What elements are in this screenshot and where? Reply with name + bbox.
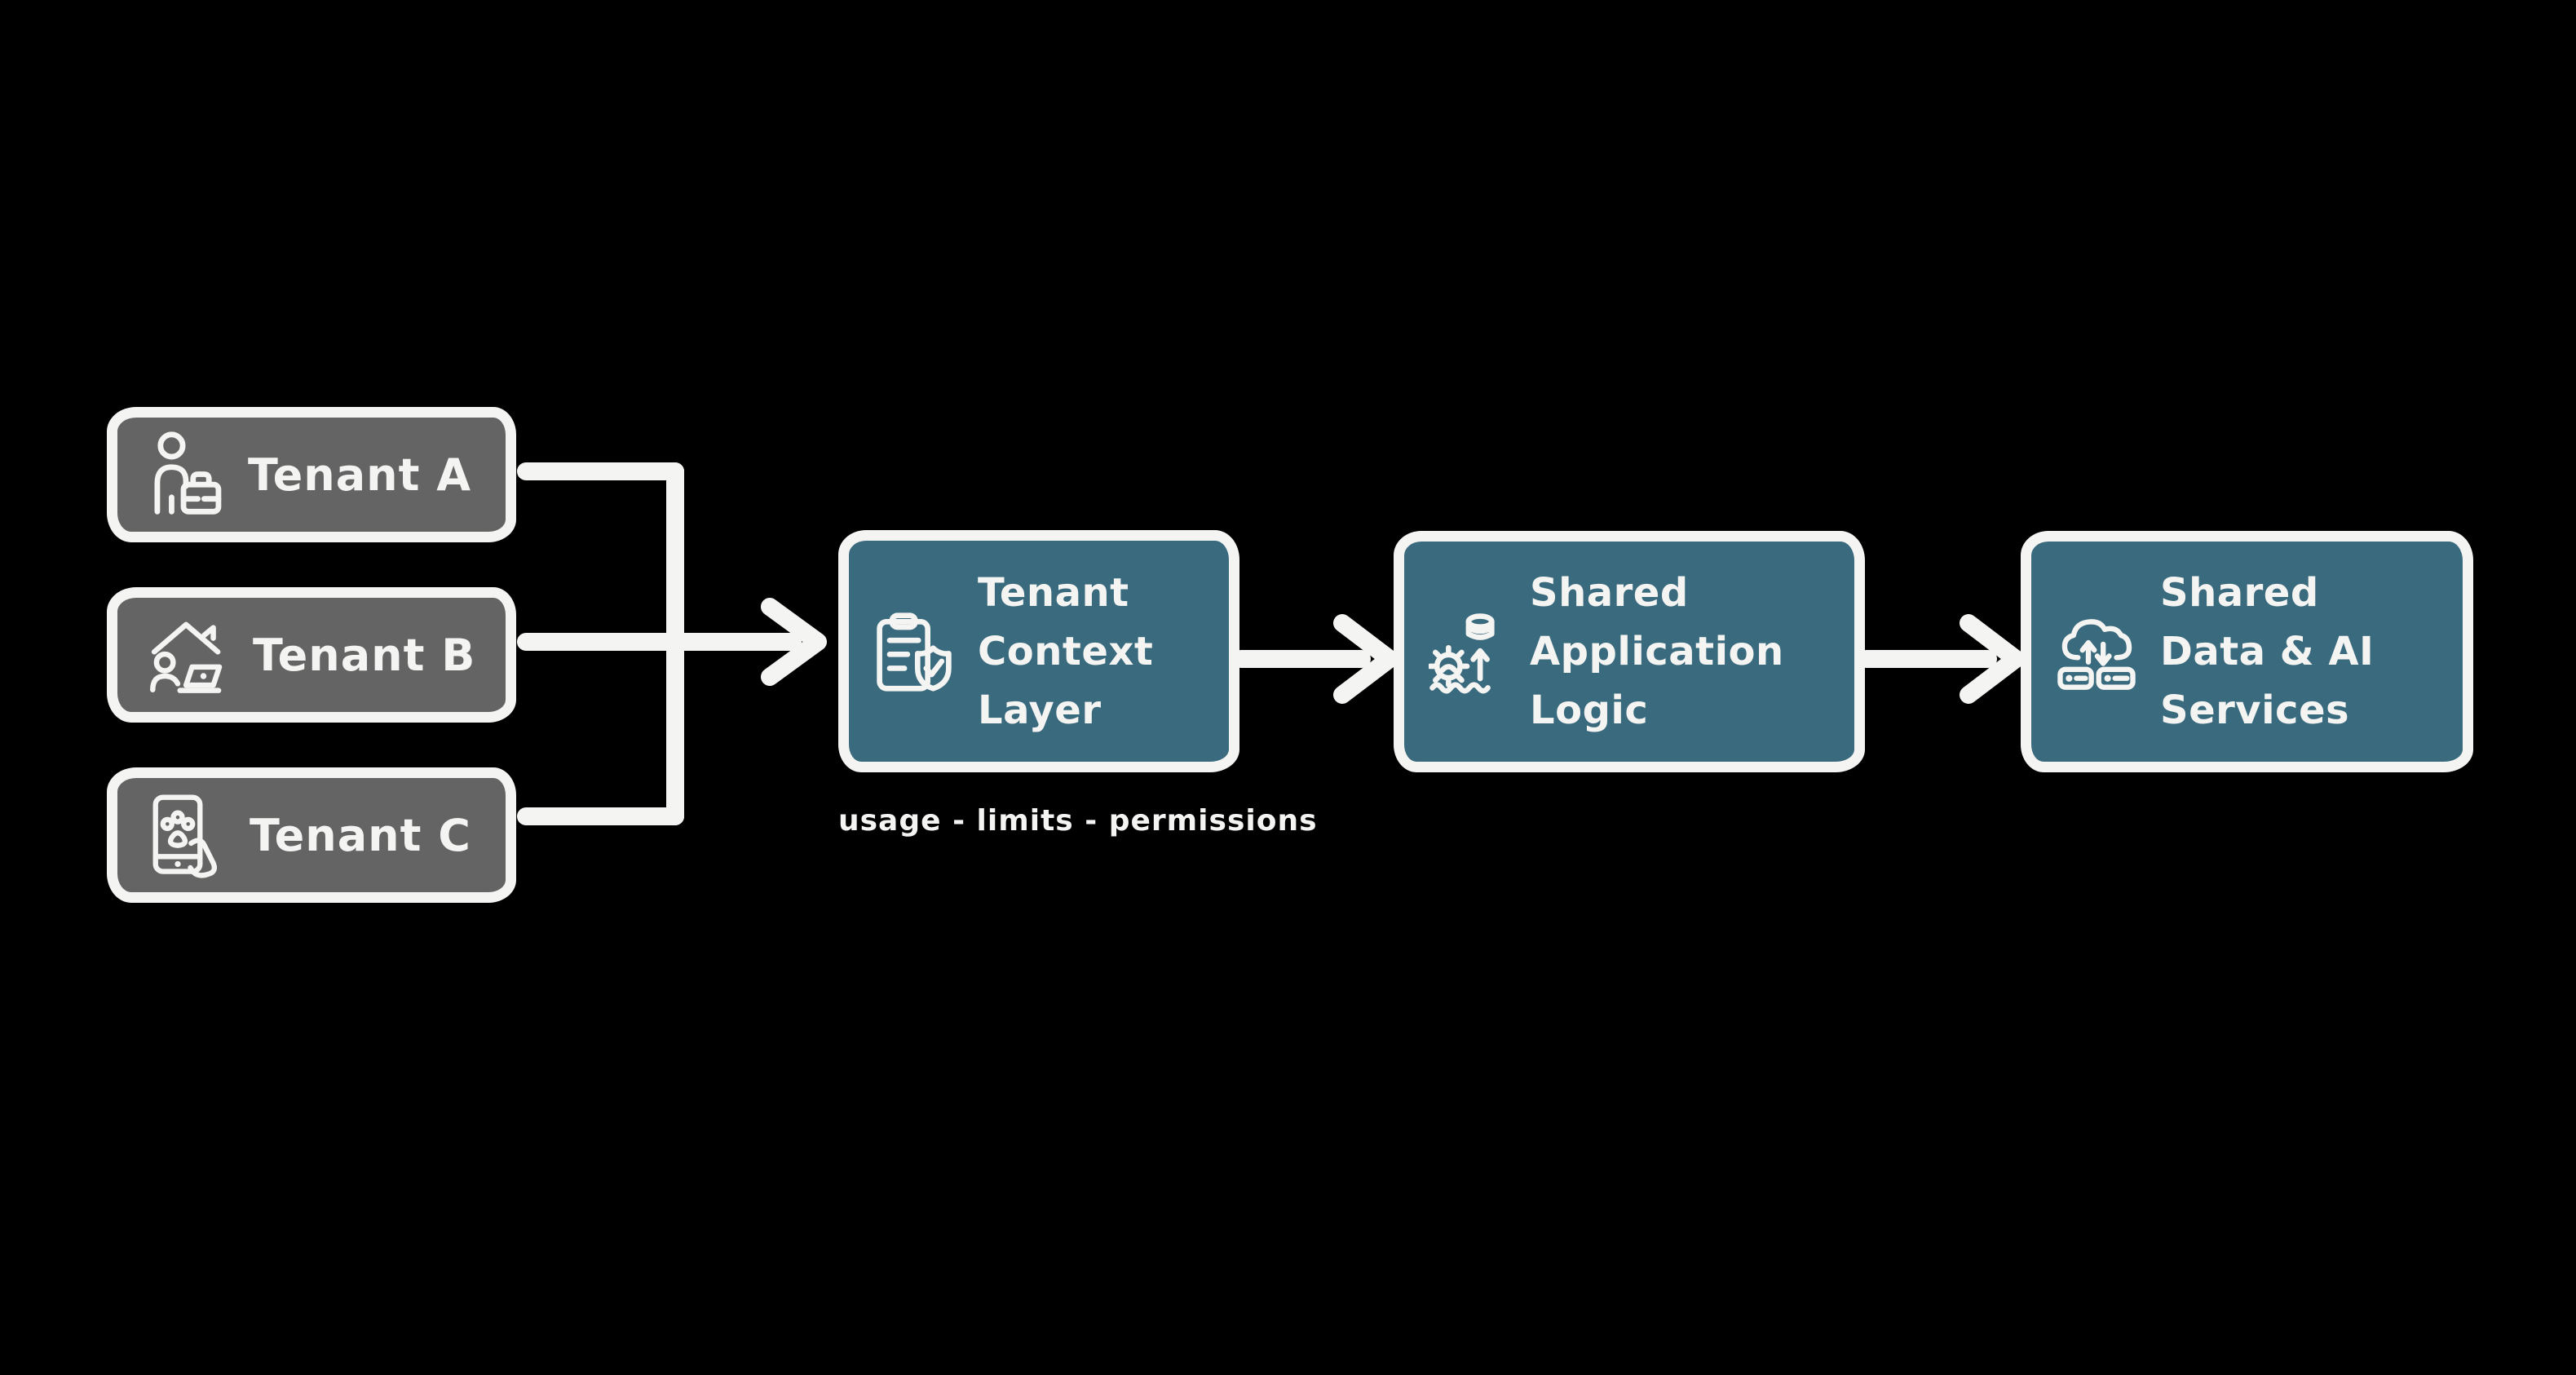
business-user-icon [145, 429, 225, 520]
stage-title-line: Tenant [978, 569, 1129, 616]
stage1-stage2-arrowhead-icon [1333, 614, 1398, 704]
context-layer-annotation: usage - limits - permissions [838, 804, 1318, 838]
gear-database-upload-icon [1429, 609, 1507, 694]
stage-title-line: Shared [2160, 570, 2319, 616]
stage-title-line: Context [978, 628, 1154, 674]
tenant-b-box: Tenant B [107, 587, 516, 723]
shared-application-logic-title: Shared Application Logic [1530, 564, 1784, 740]
tenant-b-label: Tenant B [253, 629, 476, 681]
stage-title-line: Shared [1530, 570, 1689, 616]
shared-data-ai-services-box: Shared Data & AI Services [2021, 531, 2473, 772]
tenant-a-label: Tenant A [248, 449, 472, 501]
tenant-a-box: Tenant A [107, 407, 516, 542]
tenant-context-layer-box: Tenant Context Layer [838, 530, 1239, 772]
home-office-user-icon [145, 611, 230, 699]
cloud-sync-devices-icon [2056, 610, 2137, 693]
tenant-c-box: Tenant C [107, 767, 516, 903]
main-arrowhead-icon [761, 598, 827, 686]
shared-data-ai-services-title: Shared Data & AI Services [2160, 564, 2374, 740]
pet-app-tablet-icon [145, 790, 227, 880]
tenant-context-layer-title: Tenant Context Layer [978, 564, 1153, 740]
stage-title-line: Data & AI [2160, 629, 2375, 674]
stage-title-line: Logic [1530, 688, 1649, 733]
stage-title-line: Layer [978, 687, 1102, 733]
clipboard-shield-check-icon [873, 611, 955, 692]
stage-title-line: Services [2160, 688, 2350, 733]
tenant-c-label: Tenant C [250, 809, 471, 861]
stage-title-line: Application [1530, 629, 1784, 674]
shared-application-logic-box: Shared Application Logic [1394, 531, 1865, 772]
stage2-stage3-arrowhead-icon [1960, 614, 2025, 704]
